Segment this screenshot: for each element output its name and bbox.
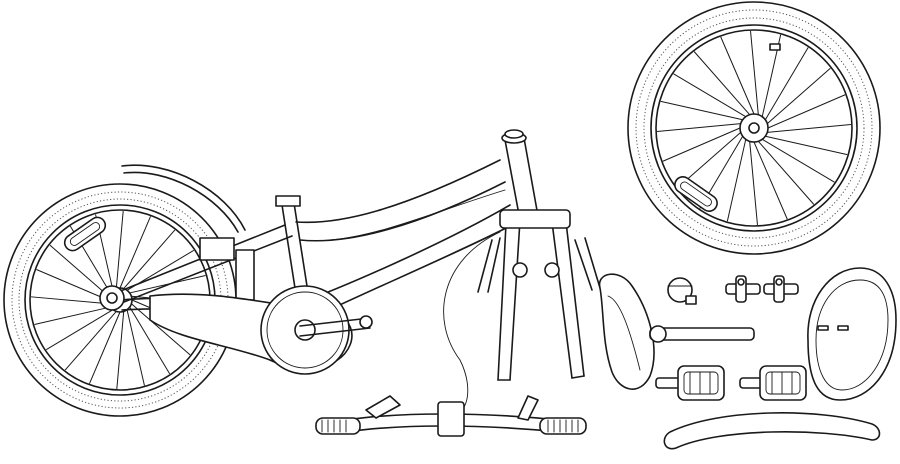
spoke xyxy=(49,244,109,297)
front-wheel xyxy=(627,1,881,255)
left-grip-icon xyxy=(315,417,361,435)
spoke xyxy=(761,138,835,183)
front-fork xyxy=(443,209,601,411)
spoke xyxy=(720,36,755,115)
spoke xyxy=(766,67,831,125)
spoke xyxy=(673,73,747,118)
spoke xyxy=(726,139,747,222)
rear-fender-panel xyxy=(807,267,897,401)
spoke xyxy=(123,229,176,289)
spoke xyxy=(129,306,171,375)
front-fender xyxy=(663,412,881,450)
spoke xyxy=(126,309,145,386)
spoke xyxy=(750,31,759,115)
spoke xyxy=(765,135,848,156)
spoke xyxy=(119,216,151,289)
spoke xyxy=(749,141,758,225)
spoke xyxy=(753,141,788,220)
spoke xyxy=(64,311,117,371)
bike-frame xyxy=(99,129,539,375)
spoke xyxy=(757,140,815,205)
saddle-with-seatpost xyxy=(598,273,755,390)
spoke xyxy=(767,124,851,133)
spoke xyxy=(657,123,741,132)
spoke xyxy=(660,100,743,121)
spoke xyxy=(36,269,109,301)
fender-icon xyxy=(663,412,881,450)
left-pedal xyxy=(655,365,725,401)
rear-fender xyxy=(121,164,246,233)
spoke xyxy=(764,47,809,121)
bell xyxy=(667,277,697,305)
spoke xyxy=(45,309,114,351)
handlebar xyxy=(315,395,587,437)
spoke xyxy=(693,51,751,116)
right-grip-icon xyxy=(539,417,587,435)
spoke xyxy=(34,306,111,325)
reflector-bolt-1 xyxy=(725,275,761,303)
rear-reflector-icon xyxy=(63,216,107,252)
spoke xyxy=(116,311,125,389)
pedal-icon xyxy=(759,365,807,401)
spoke xyxy=(131,303,191,356)
pedal-icon xyxy=(677,365,725,401)
front-wheel-spokes xyxy=(657,31,851,225)
spoke xyxy=(31,296,109,305)
spoke xyxy=(767,94,846,129)
spoke xyxy=(89,311,121,384)
spoke xyxy=(115,211,124,289)
reflector-bolt-2 xyxy=(763,275,799,303)
front-reflector-icon xyxy=(674,176,718,212)
spoke xyxy=(662,127,741,162)
right-pedal xyxy=(739,365,807,401)
